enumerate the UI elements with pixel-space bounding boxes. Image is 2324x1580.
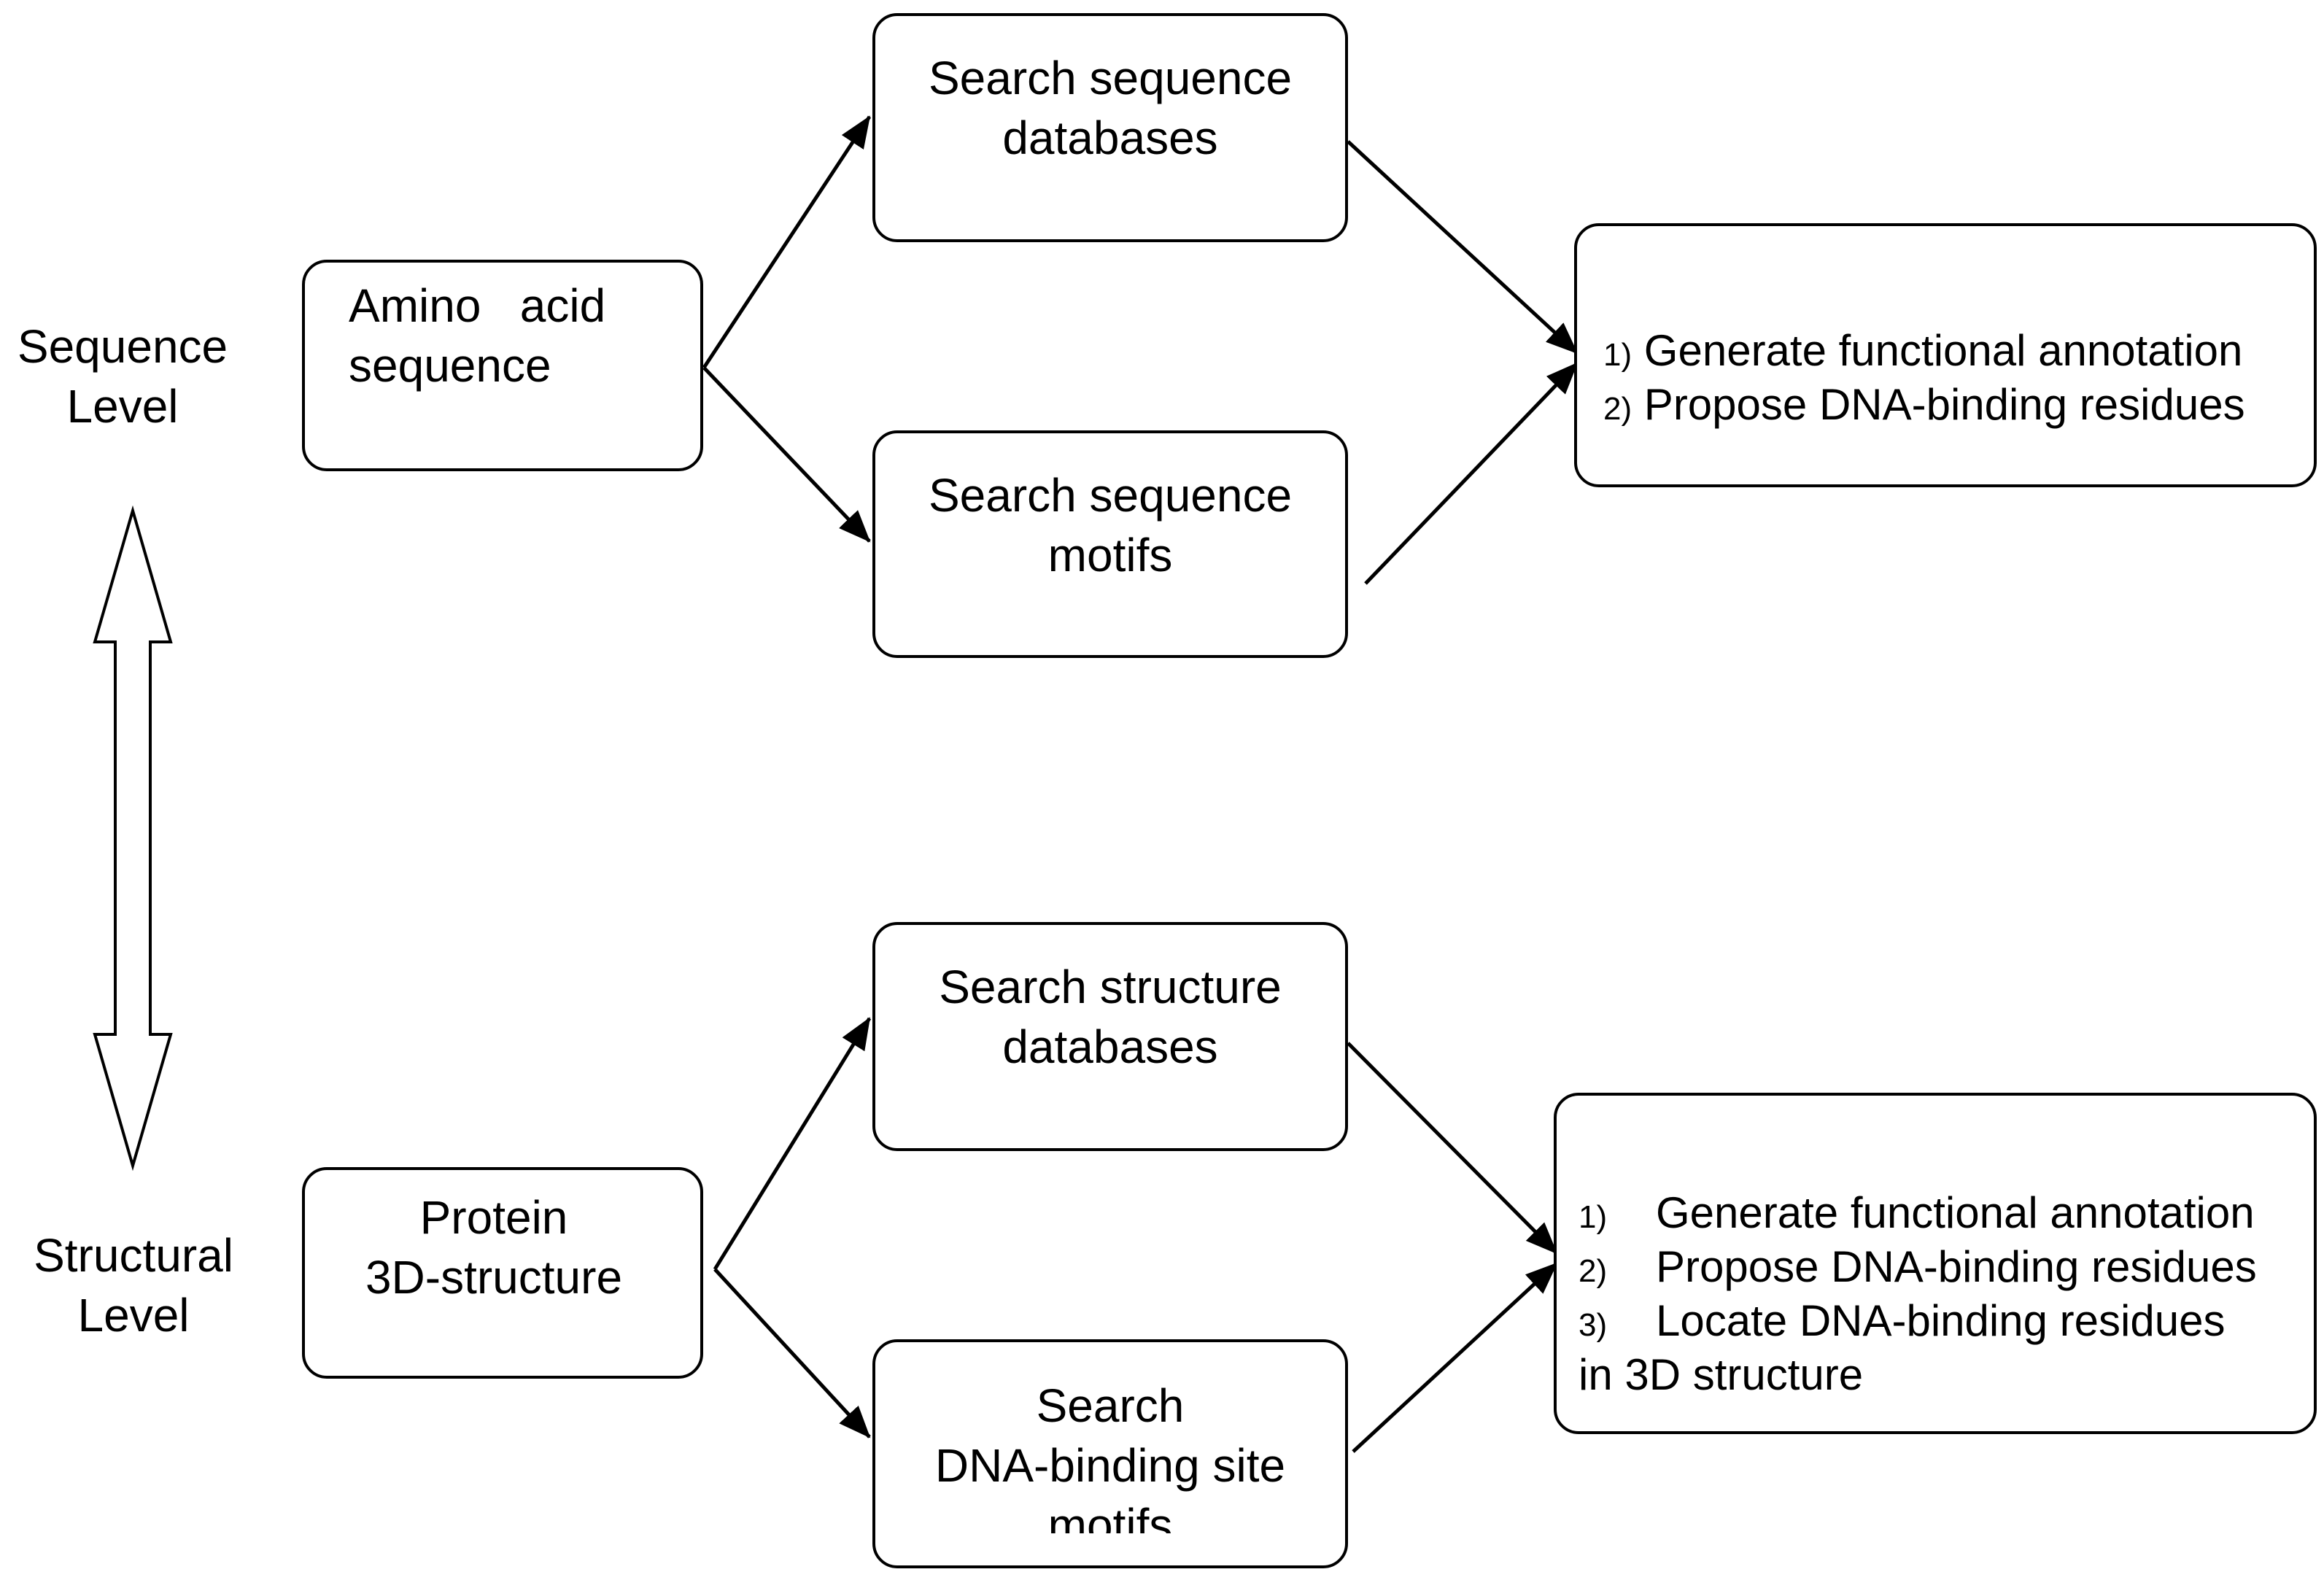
arrow-seq-input-to-motifs bbox=[702, 366, 871, 543]
structural-output-item: 2)Propose DNA-binding residues bbox=[1579, 1242, 2257, 1291]
sequence-level-label: Sequence Level bbox=[17, 320, 228, 433]
search-sequence-databases-box: Search sequence databases bbox=[872, 13, 1348, 242]
arrow-seq-db-to-output bbox=[1347, 140, 1579, 355]
search-dna-binding-site-motifs-box: Search DNA-binding site motifs bbox=[872, 1339, 1348, 1568]
protein-3d-structure-box: Protein 3D-structure bbox=[302, 1167, 703, 1379]
structural-output-box: 1)Generate functional annotation 2)Propo… bbox=[1554, 1093, 2317, 1434]
arrow-str-motifs-to-output bbox=[1352, 1262, 1558, 1453]
arrow-seq-motifs-to-output bbox=[1364, 362, 1579, 585]
structural-level-label: Structural Level bbox=[34, 1229, 233, 1341]
arrow-seq-input-to-db bbox=[702, 115, 872, 369]
structural-output-continuation: in 3D structure bbox=[1579, 1350, 1864, 1399]
arrow-str-input-to-db bbox=[713, 1017, 872, 1271]
structural-output-item: 1)Generate functional annotation bbox=[1579, 1188, 2255, 1237]
arrow-str-input-to-motifs bbox=[713, 1268, 871, 1438]
arrow-str-db-to-output bbox=[1347, 1042, 1558, 1255]
search-structure-databases-box: Search structure databases bbox=[872, 922, 1348, 1151]
sequence-output-box: 1) Generate functional annotation 2) Pro… bbox=[1574, 223, 2317, 487]
search-sequence-motifs-box: Search sequence motifs bbox=[872, 430, 1348, 658]
level-double-arrow bbox=[93, 505, 173, 1172]
structural-output-item: 3)Locate DNA-binding residues bbox=[1579, 1296, 2226, 1345]
sequence-output-item: 2) Propose DNA-binding residues bbox=[1603, 380, 2245, 429]
sequence-output-item: 1) Generate functional annotation bbox=[1603, 326, 2243, 375]
amino-acid-sequence-box: Amino acid sequence bbox=[302, 260, 703, 471]
